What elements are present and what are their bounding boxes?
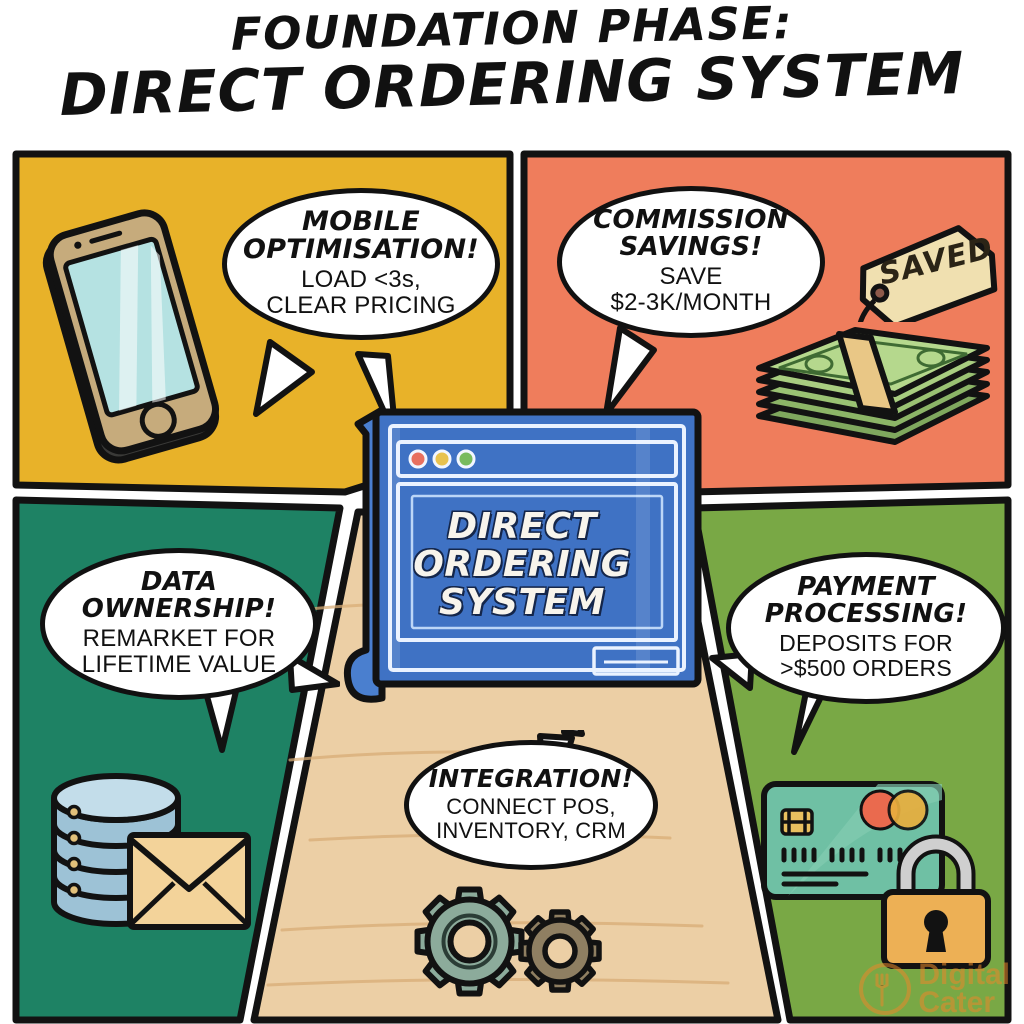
envelope-icon: [124, 827, 254, 933]
bubble-commission-savings[interactable]: COMMISSION SAVINGS! SAVE $2-3K/MONTH: [557, 186, 825, 338]
bubble-tail-mobile: [253, 339, 399, 441]
bubble-commission-headline-2: SAVINGS!: [619, 232, 763, 263]
bubble-integration[interactable]: INTEGRATION! CONNECT POS, INVENTORY, CRM: [404, 740, 658, 870]
direct-ordering-system-window[interactable]: DIRECT ORDERING SYSTEM: [336, 398, 708, 715]
bubble-integration-body-2: INVENTORY, CRM: [436, 818, 626, 844]
bubble-data-body-2: LIFETIME VALUE: [81, 651, 277, 679]
bubble-integration-body-1: CONNECT POS,: [446, 794, 616, 820]
bubble-data-headline-2: OWNERSHIP!: [81, 594, 277, 625]
credit-card-icon: [758, 778, 948, 903]
bubble-mobile-headline-1: MOBILE: [302, 206, 420, 238]
smartphone-icon: [30, 205, 230, 475]
bubble-mobile-headline-2: OPTIMISATION!: [242, 234, 480, 266]
bubble-commission-body-1: SAVE: [659, 262, 723, 290]
bubble-payment-headline-2: PROCESSING!: [764, 599, 968, 630]
bubble-integration-headline-1: INTEGRATION!: [428, 764, 634, 794]
bubble-payment-body-2: >$500 ORDERS: [780, 655, 952, 682]
bubble-mobile-body-2: CLEAR PRICING: [266, 292, 456, 320]
bubble-payment-headline-1: PAYMENT: [797, 572, 935, 603]
bubble-commission-body-2: $2-3K/MONTH: [610, 289, 772, 317]
cash-stack-icon: [735, 318, 1010, 468]
bubble-payment-body-1: DEPOSITS FOR: [779, 629, 953, 656]
traffic-light-dots: [408, 449, 476, 469]
bubble-payment-processing[interactable]: PAYMENT PROCESSING! DEPOSITS FOR >$500 O…: [726, 552, 1006, 704]
bubble-mobile-optimisation[interactable]: MOBILE OPTIMISATION! LOAD <3s, CLEAR PRI…: [222, 188, 500, 340]
saved-price-tag: [838, 222, 1008, 322]
bubble-commission-headline-1: COMMISSION: [593, 205, 789, 236]
page-title: FOUNDATION PHASE: DIRECT ORDERING SYSTEM: [0, 0, 1024, 129]
bubble-data-headline-1: DATA: [140, 567, 218, 598]
gear-icon: [517, 908, 603, 994]
padlock-icon: [872, 830, 1000, 970]
bubble-data-ownership[interactable]: DATA OWNERSHIP! REMARKET FOR LIFETIME VA…: [40, 548, 318, 700]
database-icon: [38, 760, 208, 940]
bubble-mobile-body-1: LOAD <3s,: [301, 265, 421, 293]
gear-icon: [412, 884, 527, 999]
bubble-data-body-1: REMARKET FOR: [82, 624, 276, 652]
bubble-tail-commission: [603, 325, 657, 417]
